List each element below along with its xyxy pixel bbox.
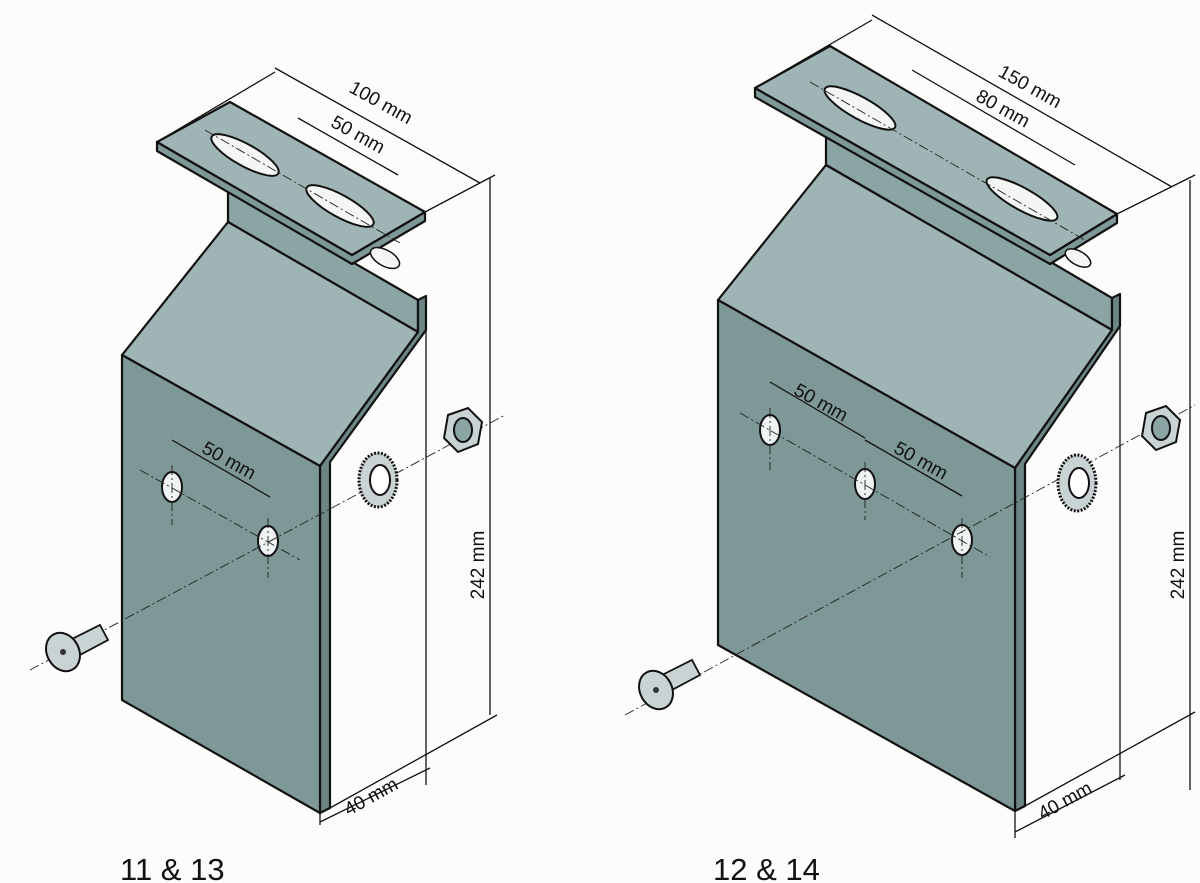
right-bolt [638,658,702,711]
left-slot-under [369,246,401,270]
left-slot-2 [305,184,375,228]
right-slot-2 [985,176,1059,222]
left-caption: 11 & 13 [120,852,225,883]
right-caption: 12 & 14 [713,852,820,883]
left-slot-1 [210,133,280,177]
left-bracket: 100 mm 50 mm 50 mm 242 mm 40 mm 11 & 13 [29,67,506,883]
right-bracket: 150 mm 80 mm 50 mm 50 mm 242 mm 40 mm 12… [624,14,1196,883]
right-hex-nut [1140,404,1182,452]
right-depth-label: 40 mm [1035,778,1096,825]
left-height-label: 242 mm [468,531,489,600]
right-lock-washer [1056,453,1098,513]
right-slot-1 [823,85,897,131]
left-bolt [45,623,110,673]
left-depth-label: 40 mm [341,774,402,821]
right-slot-under [1064,248,1092,268]
left-lock-washer [357,451,399,509]
right-height-label: 242 mm [1168,531,1189,600]
left-hex-nut [442,406,484,454]
